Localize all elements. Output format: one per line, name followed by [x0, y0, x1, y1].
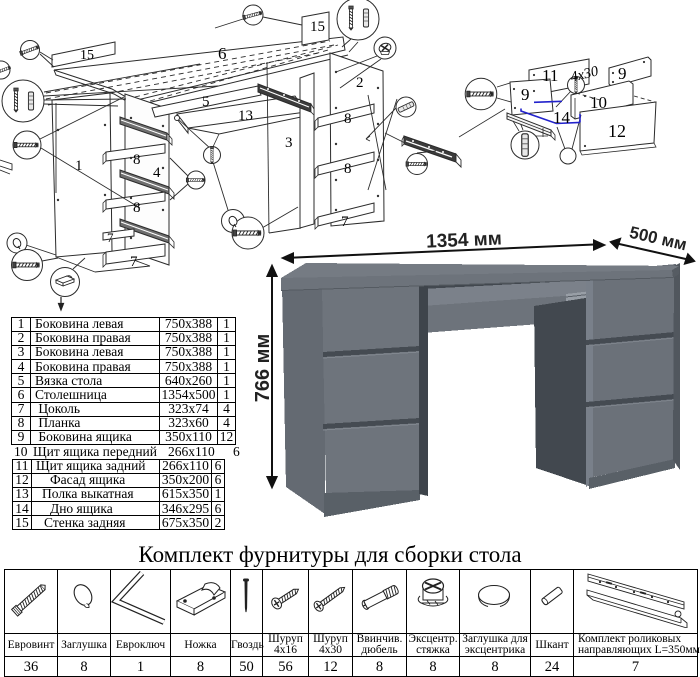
svg-text:500 мм: 500 мм: [628, 223, 689, 255]
svg-text:14: 14: [553, 108, 571, 127]
svg-text:15: 15: [80, 48, 94, 63]
svg-text:766 мм: 766 мм: [252, 334, 274, 403]
svg-text:10: 10: [590, 93, 607, 112]
svg-text:13: 13: [238, 108, 253, 124]
svg-text:3: 3: [285, 135, 293, 151]
svg-text:7: 7: [107, 230, 114, 245]
svg-text:8: 8: [344, 111, 352, 127]
svg-text:4: 4: [153, 165, 161, 181]
svg-text:9: 9: [521, 85, 530, 104]
svg-text:5: 5: [202, 94, 210, 110]
svg-text:4х30: 4х30: [569, 63, 601, 86]
svg-text:8: 8: [133, 152, 141, 168]
svg-text:8: 8: [133, 200, 141, 216]
svg-text:7: 7: [341, 214, 349, 230]
svg-text:1: 1: [75, 158, 83, 174]
svg-text:12: 12: [608, 121, 626, 141]
svg-text:6: 6: [218, 44, 227, 63]
svg-text:15: 15: [310, 19, 325, 35]
svg-text:7: 7: [130, 254, 138, 270]
svg-text:9: 9: [618, 64, 627, 83]
svg-text:1354 мм: 1354 мм: [426, 228, 502, 252]
svg-text:11: 11: [542, 66, 558, 85]
svg-text:2: 2: [356, 75, 364, 91]
svg-text:8: 8: [344, 161, 352, 177]
